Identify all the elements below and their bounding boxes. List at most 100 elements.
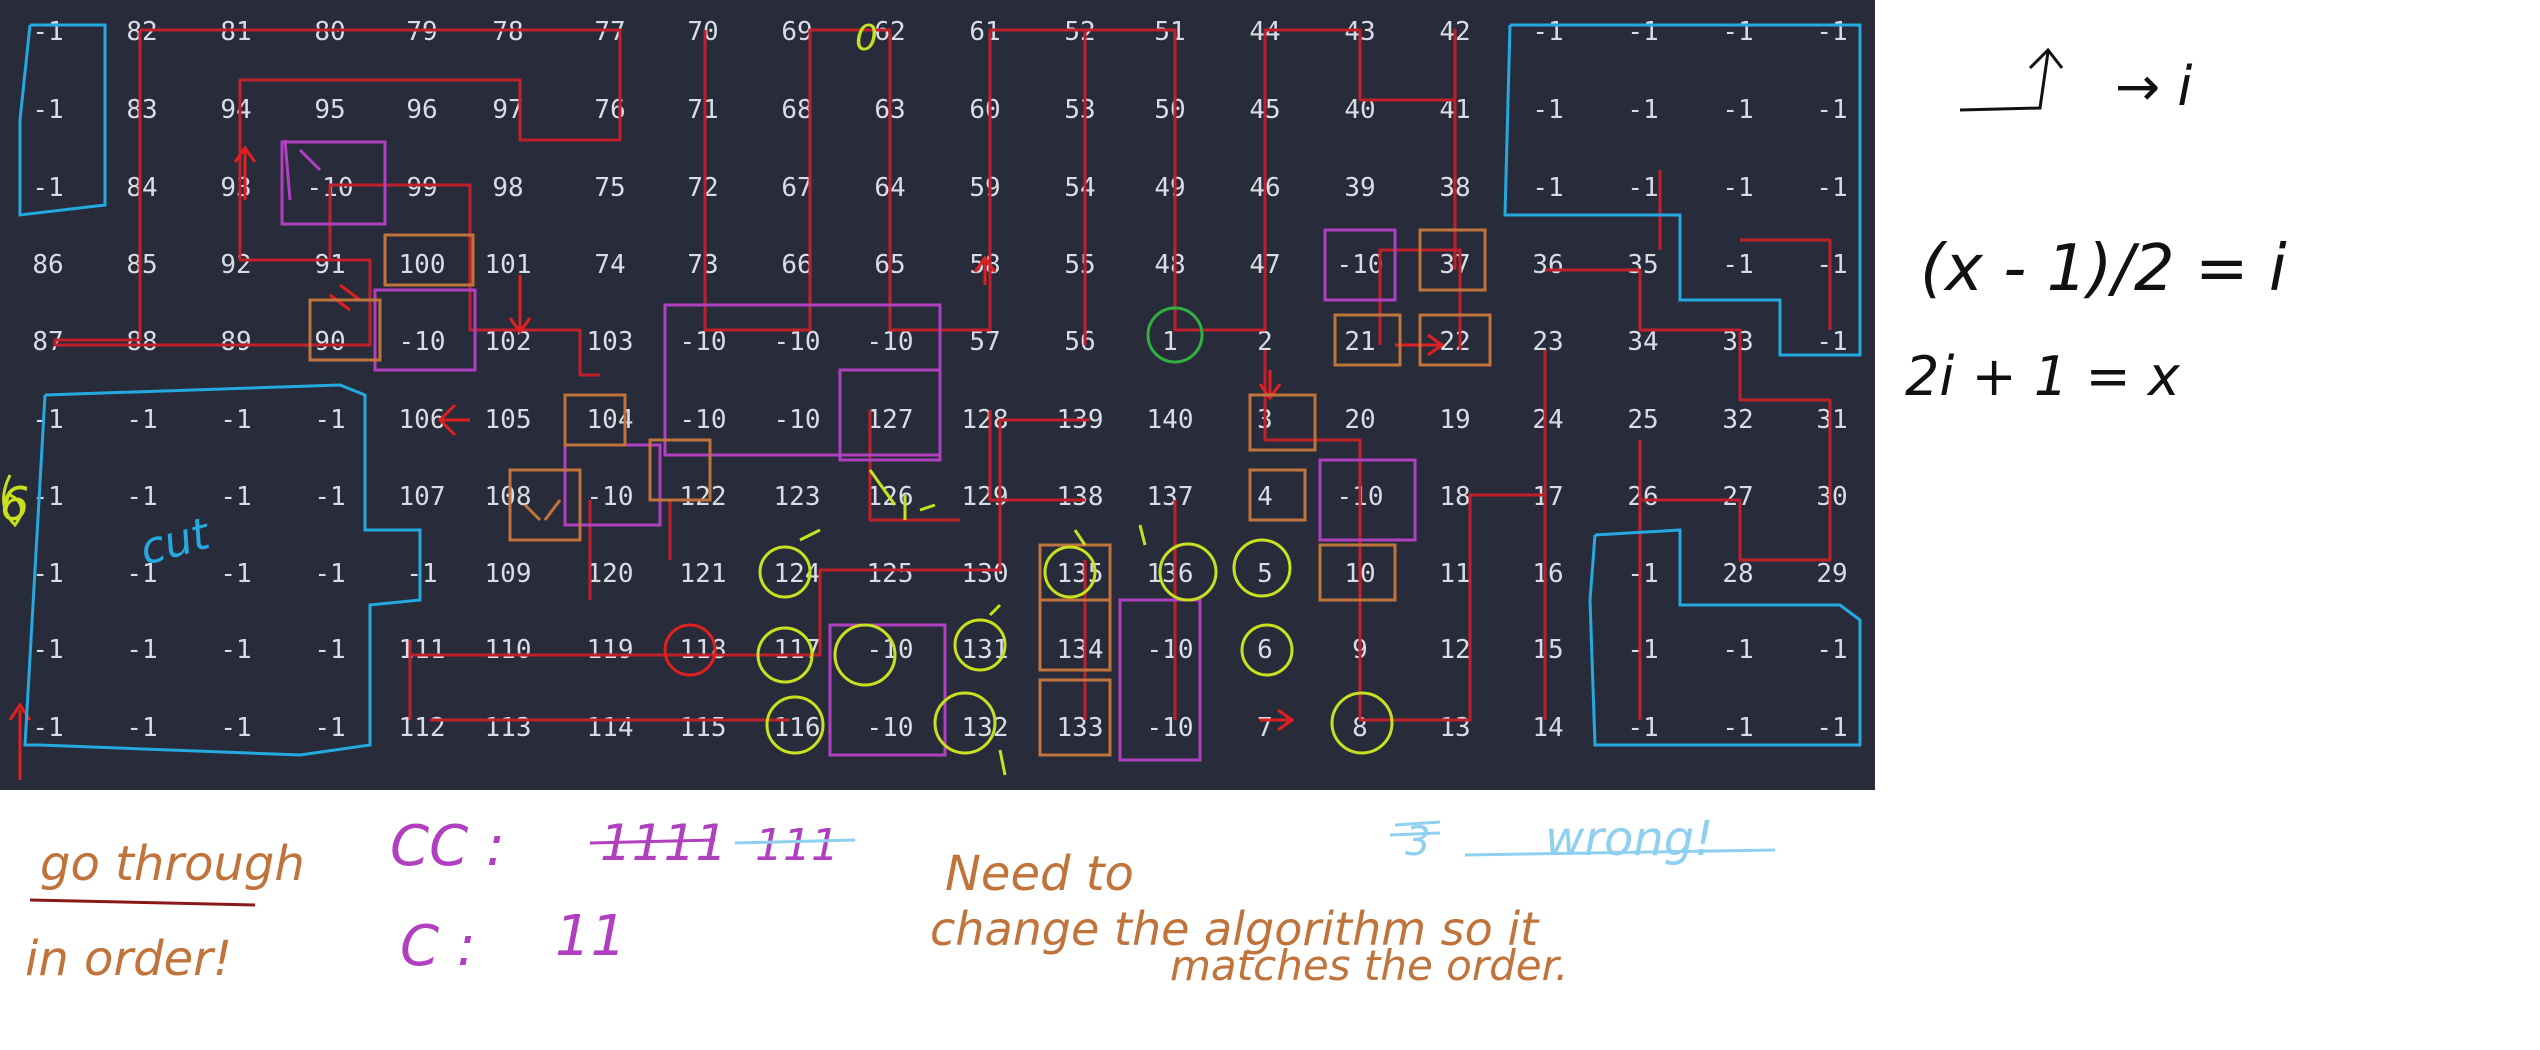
grid-cell: 34 xyxy=(1627,327,1659,357)
grid-cell: 91 xyxy=(314,250,346,280)
grid-cell: -10 xyxy=(1336,250,1384,280)
grid-cell: -10 xyxy=(866,713,914,743)
formula-two: 2i + 1 = x xyxy=(1905,345,2181,408)
grid-cell: -1 xyxy=(1627,713,1659,743)
grid-cell: 108 xyxy=(484,482,532,512)
grid-cell: 19 xyxy=(1439,405,1471,435)
grid-cell: 61 xyxy=(969,17,1001,47)
grid-cell: 134 xyxy=(1056,635,1104,665)
grid-cell: 114 xyxy=(586,713,634,743)
grid-cell: -1 xyxy=(1532,173,1564,203)
grid-cell: 31 xyxy=(1816,405,1848,435)
grid-cell: -1 xyxy=(314,559,346,589)
grid-cell: -1 xyxy=(1816,173,1848,203)
grid-cell: 6 xyxy=(1257,635,1273,665)
grid-cell: 58 xyxy=(969,250,1001,280)
grid-cell: -1 xyxy=(314,713,346,743)
grid-cell: 60 xyxy=(969,95,1001,125)
grid-cell: 47 xyxy=(1249,250,1281,280)
grid-cell: 131 xyxy=(961,635,1009,665)
cc-tally-marks-1: 1111 xyxy=(600,814,727,872)
grid-cell: -1 xyxy=(314,405,346,435)
grid-cell: 70 xyxy=(687,17,719,47)
grid-cell: -1 xyxy=(220,635,252,665)
grid-cell: -1 xyxy=(126,405,158,435)
grid-cell: 79 xyxy=(406,17,438,47)
grid-cell: 9 xyxy=(1352,635,1368,665)
grid-cell: 102 xyxy=(484,327,532,357)
grid-cell: 126 xyxy=(866,482,914,512)
grid-cell: 129 xyxy=(961,482,1009,512)
grid-cell: 135 xyxy=(1056,559,1104,589)
grid-cell: -10 xyxy=(866,635,914,665)
grid-cell: 101 xyxy=(484,250,532,280)
grid-cell: 11 xyxy=(1439,559,1471,589)
grid-cell: 125 xyxy=(866,559,914,589)
grid-cell: 56 xyxy=(1064,327,1096,357)
grid-cell: -1 xyxy=(32,713,64,743)
grid-cell: 122 xyxy=(679,482,727,512)
grid-cell: 89 xyxy=(220,327,252,357)
grid-cell: 85 xyxy=(126,250,158,280)
grid-cell: 54 xyxy=(1064,173,1096,203)
grid-cell: 22 xyxy=(1439,327,1471,357)
grid-cell: 33 xyxy=(1722,327,1754,357)
grid-cell: 1 xyxy=(1162,327,1178,357)
grid-cell: 72 xyxy=(687,173,719,203)
change-algorithm-note: change the algorithm so it xyxy=(930,902,1540,956)
grid-cell: 44 xyxy=(1249,17,1281,47)
grid-cell: 130 xyxy=(961,559,1009,589)
grid-cell: 138 xyxy=(1056,482,1104,512)
grid-cell: 116 xyxy=(773,713,821,743)
grid-cell: -1 xyxy=(1722,173,1754,203)
grid-cell: -1 xyxy=(1627,17,1659,47)
grid-cell: 104 xyxy=(586,405,634,435)
grid-cell: -1 xyxy=(1627,173,1659,203)
grid-cell: 100 xyxy=(398,250,446,280)
grid-cell: -1 xyxy=(1532,17,1564,47)
grid-cell: 29 xyxy=(1816,559,1848,589)
grid-cell: 74 xyxy=(594,250,626,280)
grid-cell: 39 xyxy=(1344,173,1376,203)
grid-cell: 13 xyxy=(1439,713,1471,743)
grid-cell: -1 xyxy=(220,405,252,435)
formula-one: (x - 1)/2 = i xyxy=(1920,232,2287,306)
grid-cell: 77 xyxy=(594,17,626,47)
grid-cell: -1 xyxy=(1816,17,1848,47)
cc-tally-marks-2: 111 xyxy=(755,820,839,871)
grid-cell: 26 xyxy=(1627,482,1659,512)
grid-cell: -1 xyxy=(220,482,252,512)
grid-cell: -1 xyxy=(126,635,158,665)
matches-order-note: matches the order. xyxy=(1170,941,1568,990)
grid-cell: -1 xyxy=(314,482,346,512)
grid-cell: -1 xyxy=(220,713,252,743)
c-tally-marks: 11 xyxy=(555,904,626,969)
grid-cell: 20 xyxy=(1344,405,1376,435)
grid-cell: 10 xyxy=(1344,559,1376,589)
grid-cell: -1 xyxy=(220,559,252,589)
wrong-note: wrong! xyxy=(1545,811,1714,867)
grid-cell: 48 xyxy=(1154,250,1186,280)
grid-cell: 105 xyxy=(484,405,532,435)
grid-cell: 103 xyxy=(586,327,634,357)
grid-cell: -1 xyxy=(126,559,158,589)
grid-cell: 78 xyxy=(492,17,524,47)
grid-cell: -1 xyxy=(1627,559,1659,589)
grid-cell: 37 xyxy=(1439,250,1471,280)
grid-cell: 51 xyxy=(1154,17,1186,47)
grid-cell: 66 xyxy=(781,250,813,280)
grid-cell: 93 xyxy=(220,173,252,203)
grid-cell: 69 xyxy=(781,17,813,47)
grid-cell: 14 xyxy=(1532,713,1564,743)
grid-cell: 95 xyxy=(314,95,346,125)
grid-cell: 99 xyxy=(406,173,438,203)
go-through-underline xyxy=(29,898,256,907)
grid-cell: 15 xyxy=(1532,635,1564,665)
grid-cell: -1 xyxy=(126,713,158,743)
grid-cell: -10 xyxy=(679,405,727,435)
grid-cell: 42 xyxy=(1439,17,1471,47)
grid-cell: -1 xyxy=(32,482,64,512)
grid-cell: 17 xyxy=(1532,482,1564,512)
grid-cell: 133 xyxy=(1056,713,1104,743)
grid-cell: 136 xyxy=(1146,559,1194,589)
